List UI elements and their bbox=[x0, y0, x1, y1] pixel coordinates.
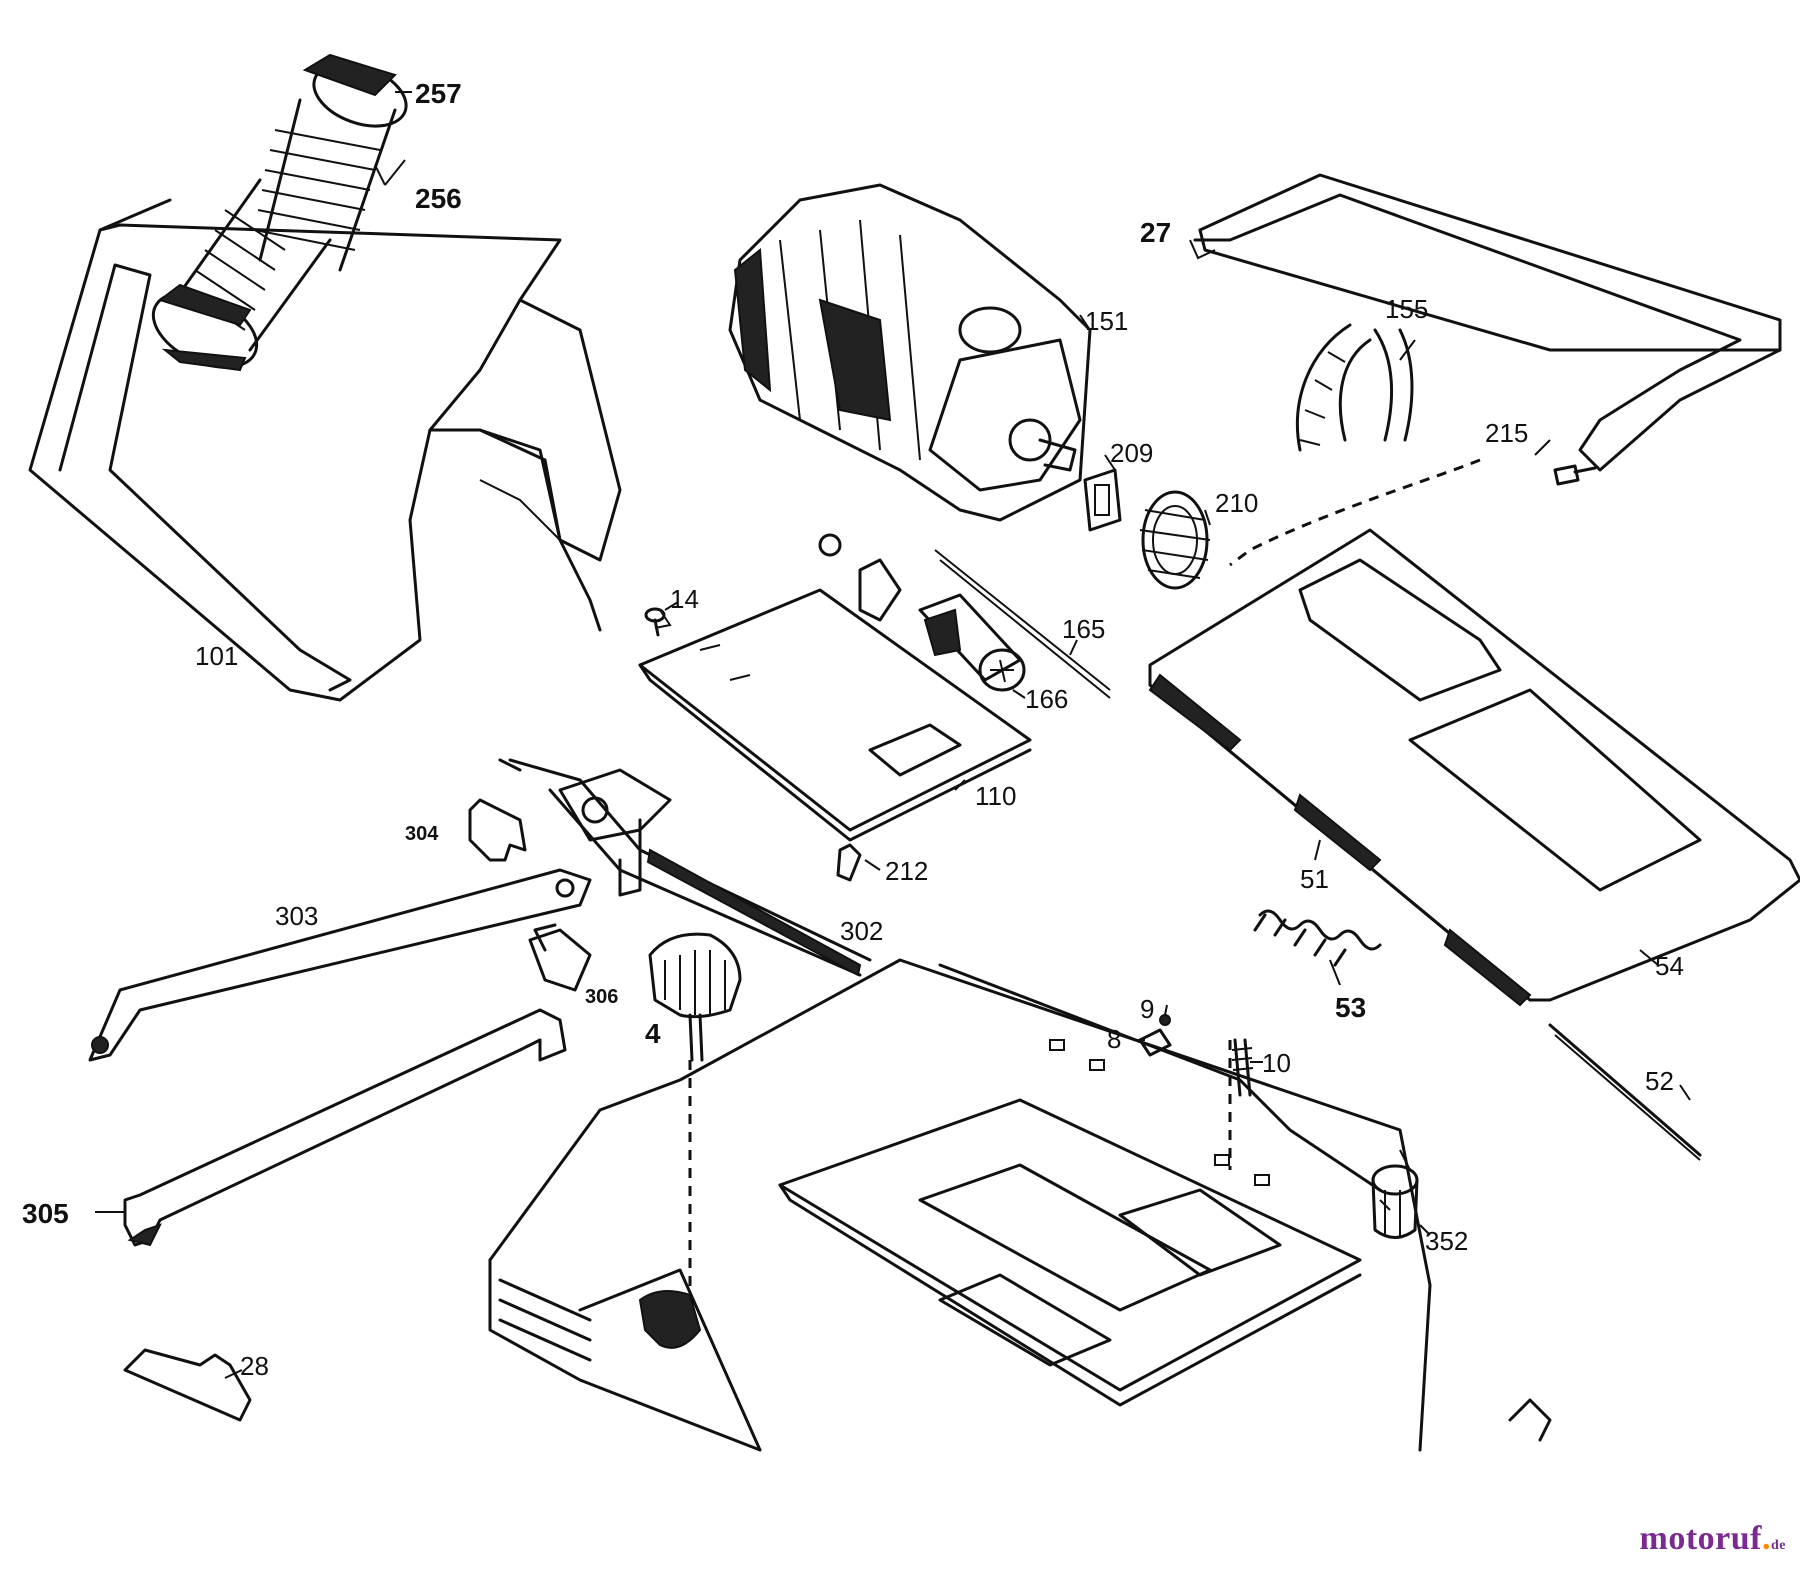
label-51: 51 bbox=[1300, 864, 1329, 894]
part-302-shaft bbox=[498, 758, 872, 977]
part-212-screw bbox=[836, 843, 862, 882]
part-14-screw bbox=[644, 607, 666, 637]
label-215: 215 bbox=[1485, 418, 1528, 448]
label-101: 101 bbox=[195, 641, 238, 671]
part-110-plate bbox=[638, 533, 1032, 842]
label-151: 151 bbox=[1085, 306, 1128, 336]
label-155: 155 bbox=[1385, 294, 1428, 324]
label-212: 212 bbox=[885, 856, 928, 886]
label-305: 305 bbox=[22, 1198, 69, 1229]
label-210: 210 bbox=[1215, 488, 1258, 518]
part-155-belt bbox=[1295, 323, 1414, 452]
part-53-spring bbox=[1253, 909, 1382, 967]
part-28-plate bbox=[123, 1348, 252, 1422]
part-166-capacitor bbox=[918, 593, 1026, 692]
part-4-knob bbox=[648, 932, 742, 1062]
part-101-hood bbox=[28, 198, 622, 702]
part-209-spacer bbox=[1083, 468, 1122, 532]
parts-8-9-10-fasteners bbox=[1138, 1014, 1254, 1097]
label-209: 209 bbox=[1110, 438, 1153, 468]
label-14: 14 bbox=[670, 584, 699, 614]
part-215-screw bbox=[1229, 458, 1597, 567]
label-165: 165 bbox=[1062, 614, 1105, 644]
part-305-wrench bbox=[123, 1008, 567, 1247]
label-10: 10 bbox=[1262, 1048, 1291, 1078]
part-303-lever bbox=[88, 868, 592, 1062]
watermark-tld: de bbox=[1771, 1538, 1786, 1553]
part-352-grommet bbox=[1371, 1164, 1419, 1239]
label-166: 166 bbox=[1025, 684, 1068, 714]
part-52-rod bbox=[1548, 1023, 1702, 1161]
part-151-motor bbox=[728, 183, 1092, 522]
label-9: 9 bbox=[1140, 994, 1154, 1024]
base-frame bbox=[488, 958, 1552, 1452]
label-303: 303 bbox=[275, 901, 318, 931]
label-28: 28 bbox=[240, 1351, 269, 1381]
part-304-clip bbox=[468, 798, 527, 862]
part-54-housing bbox=[1148, 528, 1800, 1007]
label-54: 54 bbox=[1655, 951, 1684, 981]
label-27: 27 bbox=[1140, 217, 1171, 248]
label-304: 304 bbox=[405, 823, 439, 845]
label-302: 302 bbox=[840, 916, 883, 946]
part-306-bushing bbox=[528, 923, 592, 992]
part-165-wire bbox=[934, 549, 1111, 699]
label-352: 352 bbox=[1425, 1226, 1468, 1256]
part-210-pulley bbox=[1139, 490, 1211, 590]
label-256: 256 bbox=[415, 183, 462, 214]
leader-lines bbox=[95, 91, 1691, 1379]
label-52: 52 bbox=[1645, 1066, 1674, 1096]
label-110: 110 bbox=[975, 781, 1016, 811]
part-labels: 257 256 101 151 27 155 215 209 210 14 16… bbox=[22, 78, 1684, 1381]
label-306: 306 bbox=[585, 986, 618, 1008]
part-256-257-hose bbox=[151, 53, 408, 372]
watermark-logo: motoruf.de bbox=[1639, 1520, 1786, 1557]
part-27-cover bbox=[1189, 173, 1782, 472]
label-8: 8 bbox=[1107, 1024, 1121, 1054]
label-4: 4 bbox=[645, 1018, 661, 1049]
watermark-brand: motoruf bbox=[1639, 1520, 1762, 1557]
label-257: 257 bbox=[415, 78, 462, 109]
label-53: 53 bbox=[1335, 992, 1366, 1023]
